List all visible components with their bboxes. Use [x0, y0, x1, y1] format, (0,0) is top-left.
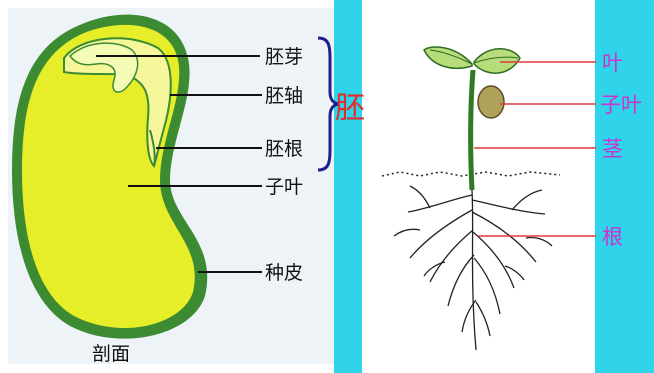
leaf-right: [473, 48, 521, 74]
left-labels: 胚芽 胚轴 胚根 子叶 种皮 剖面: [92, 46, 303, 365]
label-hypocotyl: 胚轴: [265, 85, 303, 107]
seed-section: [12, 14, 208, 339]
label-cotyledon: 子叶: [265, 176, 303, 198]
right-pointers: [474, 61, 596, 237]
cyan-band-right: [595, 0, 654, 373]
cyan-band-left: [334, 0, 362, 373]
label-embryo-group: 胚: [335, 91, 365, 126]
label-stem: 茎: [602, 137, 623, 161]
label-leaf: 叶: [602, 51, 623, 75]
soil-line: [381, 171, 561, 177]
seedling-cotyledon: [477, 85, 505, 119]
stem: [468, 69, 476, 191]
label-seedling-cotyledon: 子叶: [600, 93, 642, 117]
label-radicle: 胚根: [265, 138, 303, 160]
right-labels: 叶 子叶 茎 根: [600, 51, 642, 249]
leaf-left: [423, 46, 473, 70]
label-seed-coat: 种皮: [265, 262, 303, 284]
label-root: 根: [602, 225, 623, 249]
leaf-vein: [429, 49, 519, 65]
radicle-tip: [149, 129, 156, 167]
label-plumule: 胚芽: [265, 46, 303, 68]
left-pointers: [96, 55, 262, 273]
embryo-brace: [317, 36, 341, 172]
label-caption: 剖面: [92, 343, 130, 365]
